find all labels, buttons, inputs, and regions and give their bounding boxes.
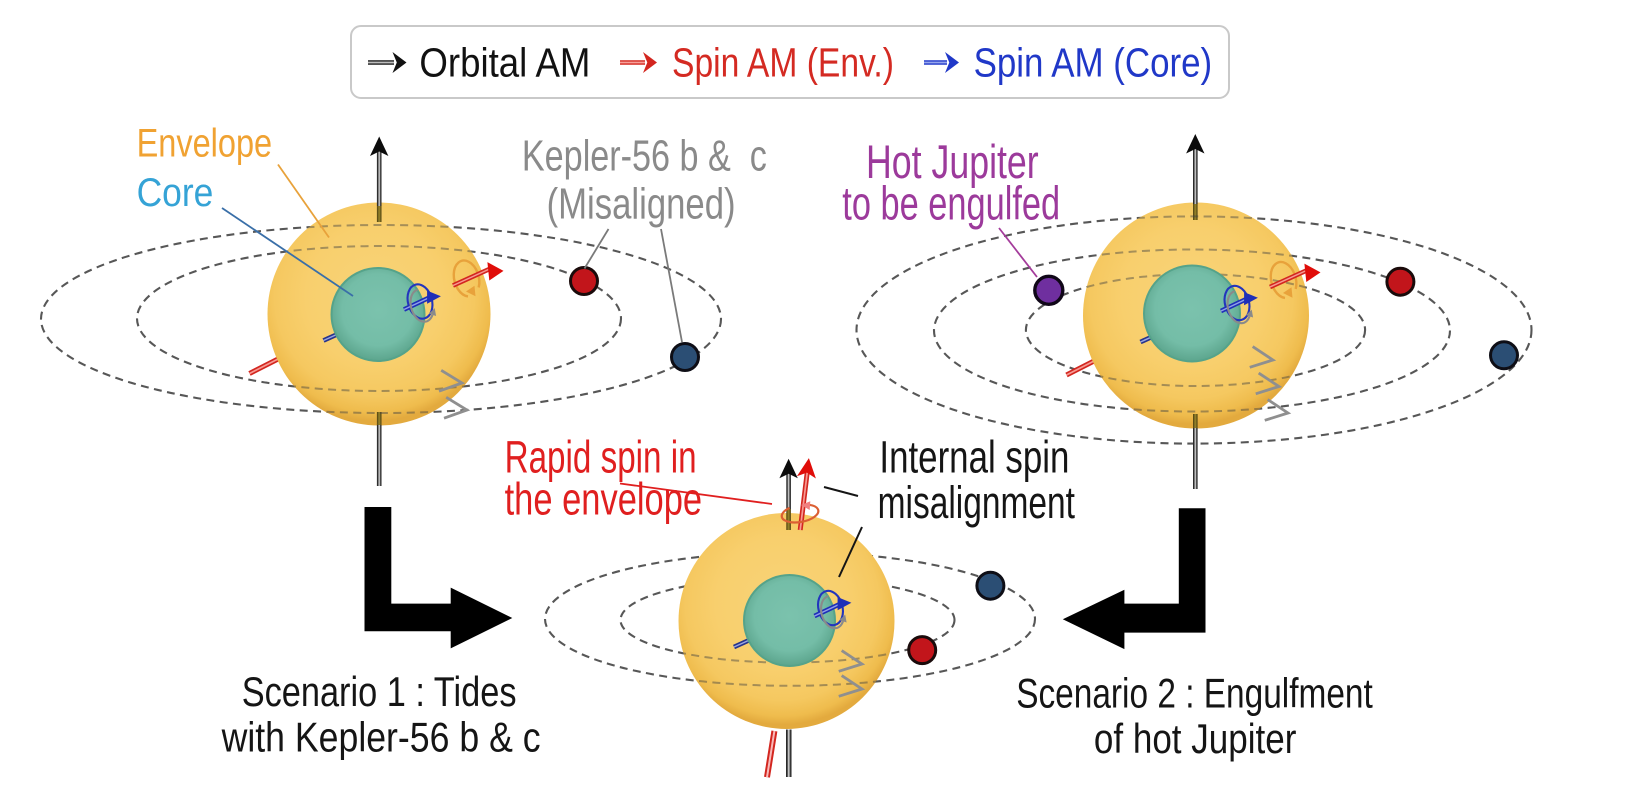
svg-text:Core: Core bbox=[137, 171, 214, 215]
svg-text:Orbital AM: Orbital AM bbox=[419, 39, 590, 85]
svg-text:(Misaligned): (Misaligned) bbox=[547, 180, 736, 229]
svg-text:Internal spin: Internal spin bbox=[879, 432, 1069, 483]
svg-text:Envelope: Envelope bbox=[137, 121, 273, 165]
svg-text:Scenario 2 : Engulfment: Scenario 2 : Engulfment bbox=[1016, 670, 1373, 717]
svg-text:Spin AM (Core): Spin AM (Core) bbox=[974, 39, 1213, 85]
svg-text:Hot Jupiter: Hot Jupiter bbox=[866, 135, 1039, 188]
svg-text:of hot Jupiter: of hot Jupiter bbox=[1094, 715, 1297, 762]
svg-text:to be engulfed: to be engulfed bbox=[842, 177, 1060, 230]
svg-text:the envelope: the envelope bbox=[505, 474, 702, 525]
svg-text:Rapid spin in: Rapid spin in bbox=[505, 432, 697, 483]
svg-text:with Kepler-56 b & c: with Kepler-56 b & c bbox=[221, 714, 541, 761]
svg-text:Kepler-56 b & c: Kepler-56 b & c bbox=[522, 132, 767, 181]
svg-text:misalignment: misalignment bbox=[878, 477, 1076, 528]
svg-text:Scenario 1 : Tides: Scenario 1 : Tides bbox=[242, 668, 517, 715]
svg-text:Spin AM (Env.): Spin AM (Env.) bbox=[672, 39, 894, 85]
